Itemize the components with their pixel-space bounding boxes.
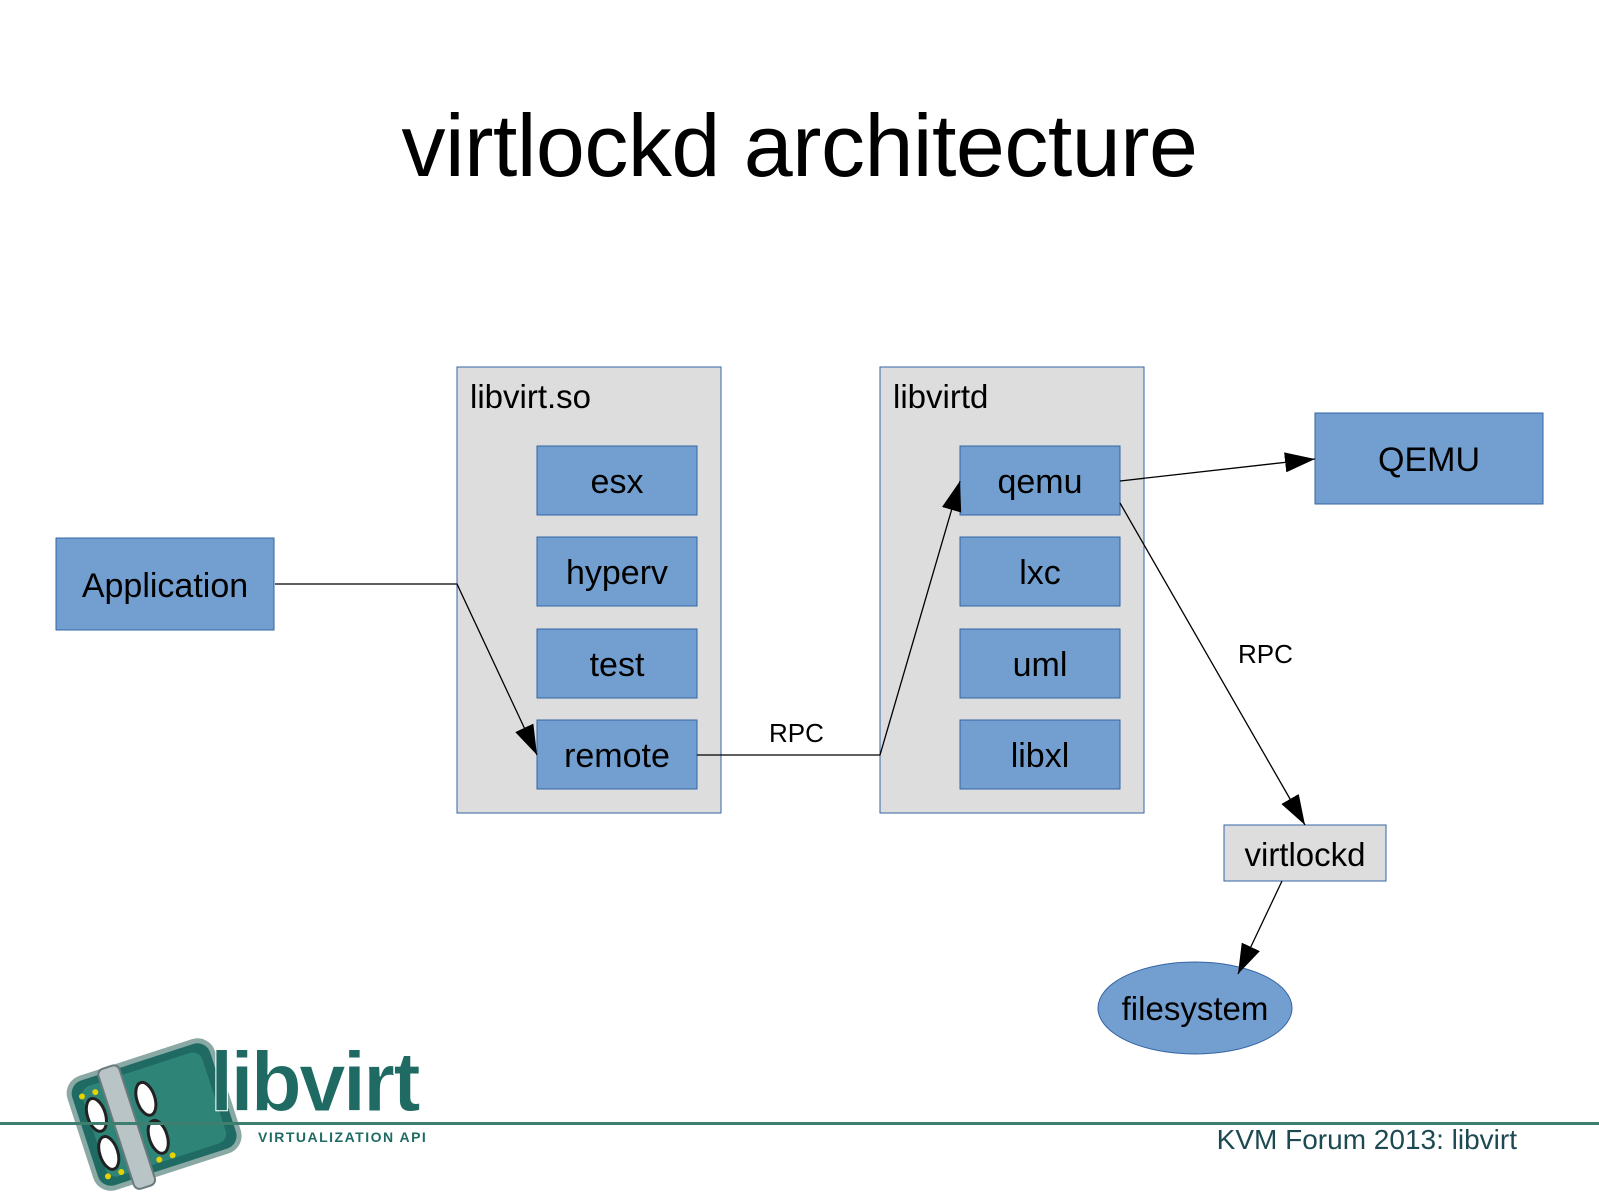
logo-subtitle: VIRTUALIZATION API: [258, 1129, 428, 1145]
edge-label-rpc-remote: RPC: [769, 718, 824, 748]
application-node: Application: [55, 537, 275, 631]
driver-uml: uml: [959, 628, 1121, 699]
libvirt-logo-icon: [66, 1038, 242, 1191]
footer-divider: [0, 1122, 1599, 1125]
footer-text: KVM Forum 2013: libvirt: [1216, 1124, 1517, 1155]
virtlockd-label: virtlockd: [1244, 836, 1365, 873]
filesystem-node: filesystem: [1097, 961, 1293, 1055]
virtlockd-node: virtlockd: [1223, 824, 1387, 882]
driver-remote-label: remote: [564, 737, 670, 775]
driver-test-label: test: [590, 646, 645, 684]
driver-esx: esx: [536, 445, 698, 516]
application-label: Application: [82, 567, 248, 605]
driver-libxl: libxl: [959, 719, 1121, 790]
driver-qemu-label: qemu: [997, 463, 1082, 501]
edge-application-to-remote: [275, 583, 538, 756]
libvirtd-label: libvirtd: [893, 378, 988, 415]
driver-hyperv-label: hyperv: [566, 554, 668, 592]
qemu-process-node: QEMU: [1314, 412, 1544, 505]
qemu-process-label: QEMU: [1378, 441, 1480, 479]
filesystem-label: filesystem: [1122, 990, 1269, 1027]
libvirt-so-label: libvirt.so: [470, 378, 591, 415]
driver-qemu: qemu: [959, 445, 1121, 516]
edge-qemu-to-virtlockd: [1119, 502, 1306, 826]
libvirt-logo: libvirt VIRTUALIZATION API: [60, 1025, 460, 1195]
driver-remote: remote: [536, 719, 698, 790]
driver-hyperv: hyperv: [536, 536, 698, 607]
driver-lxc: lxc: [959, 536, 1121, 607]
edge-label-rpc-virtlockd: RPC: [1238, 639, 1293, 669]
driver-libxl-label: libxl: [1011, 737, 1070, 775]
driver-uml-label: uml: [1013, 646, 1068, 684]
slide-title: virtlockd architecture: [401, 96, 1198, 195]
driver-esx-label: esx: [591, 463, 644, 501]
driver-lxc-label: lxc: [1019, 554, 1061, 592]
edge-remote-to-qemu: [697, 480, 962, 756]
logo-wordmark: libvirt: [210, 1035, 422, 1129]
edge-qemu-to-qemu-process: [1119, 452, 1316, 482]
edge-virtlockd-to-filesystem: [1237, 880, 1283, 975]
edges: [275, 452, 1316, 975]
driver-test: test: [536, 628, 698, 699]
